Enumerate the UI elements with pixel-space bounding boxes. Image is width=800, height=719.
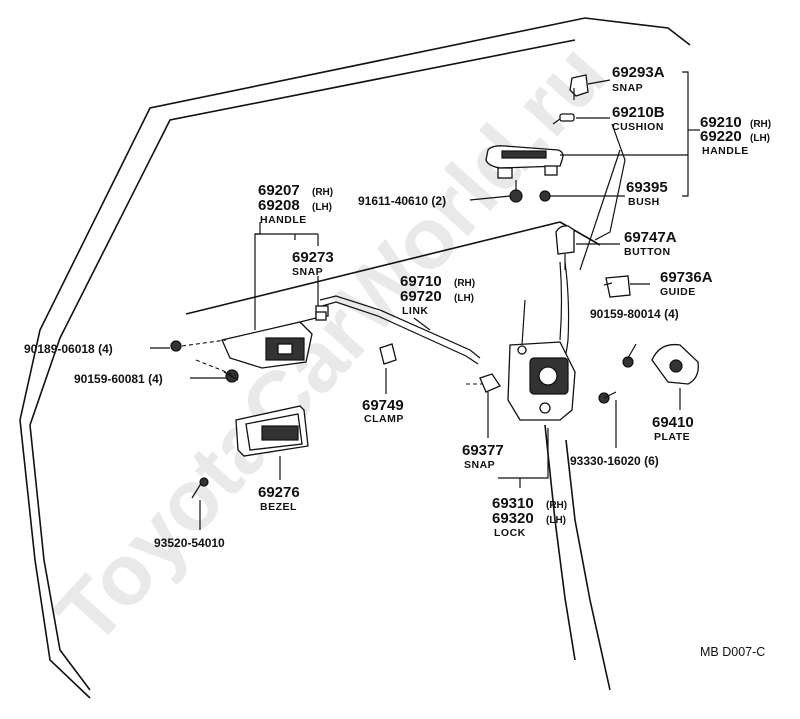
- label-69207-number: 69207: [258, 182, 300, 199]
- label-69276-name: BEZEL: [260, 501, 297, 513]
- label-69273-number: 69273: [292, 249, 334, 266]
- label-69208-name: HANDLE: [260, 214, 307, 226]
- label-69749-number: 69749: [362, 397, 404, 414]
- label-69747a-name: BUTTON: [624, 246, 671, 258]
- label-69320-number: 69320: [492, 510, 534, 527]
- label-69377-number: 69377: [462, 442, 504, 459]
- plate-69410: [651, 343, 699, 385]
- label-69273-name: SNAP: [292, 266, 323, 278]
- lock-assembly: [507, 341, 576, 421]
- label-69207-side: (RH): [312, 187, 333, 198]
- label-69710-side: (RH): [454, 278, 475, 289]
- label-69220-number: 69220: [700, 128, 742, 145]
- label-69293a-number: 69293A: [612, 64, 665, 81]
- label-69208-number: 69208: [258, 197, 300, 214]
- label-91611: 91611-40610 (2): [358, 194, 446, 208]
- label-69210-side: (RH): [750, 119, 771, 130]
- label-69395-number: 69395: [626, 179, 668, 196]
- label-69310-number: 69310: [492, 495, 534, 512]
- label-69720-name: LINK: [402, 305, 429, 317]
- label-69377-name: SNAP: [464, 459, 495, 471]
- label-69720-side: (LH): [454, 293, 474, 304]
- bush-69395: [539, 190, 551, 202]
- label-69220-side: (LH): [750, 133, 770, 144]
- label-69395-name: BUSH: [628, 196, 660, 208]
- cushion-69210b: [552, 113, 575, 125]
- label-90159-80014: 90159-80014 (4): [590, 307, 679, 321]
- label-69736a-name: GUIDE: [660, 286, 696, 298]
- door-outline: [19, 17, 691, 699]
- label-93520: 93520-54010: [154, 536, 225, 550]
- label-69320-name: LOCK: [494, 527, 526, 539]
- label-69220-name: HANDLE: [702, 145, 749, 157]
- leader-lines: [150, 71, 700, 530]
- label-69310-side: (RH): [546, 500, 567, 511]
- diagram-reference-code: MB D007-C: [700, 645, 765, 659]
- snap-69377: [466, 373, 501, 393]
- clamp-69749: [379, 343, 397, 365]
- label-69293a-name: SNAP: [612, 82, 643, 94]
- label-69210b-number: 69210B: [612, 104, 665, 121]
- screw-93330: [598, 391, 617, 404]
- snap-69273: [315, 311, 327, 321]
- label-69320-side: (LH): [546, 515, 566, 526]
- label-69410-number: 69410: [652, 414, 694, 431]
- label-69276-number: 69276: [258, 484, 300, 501]
- bolt-90189: [170, 340, 182, 352]
- label-69710-number: 69710: [400, 273, 442, 290]
- inside-handle: [221, 317, 317, 369]
- label-69410-name: PLATE: [654, 431, 690, 443]
- screw-93520: [191, 477, 209, 499]
- label-69736a-number: 69736A: [660, 269, 713, 286]
- label-90159-60081: 90159-60081 (4): [74, 372, 163, 386]
- label-93330: 93330-16020 (6): [570, 454, 659, 468]
- outside-handle: [485, 145, 564, 179]
- snap-69293a: [569, 74, 589, 100]
- label-69747a-number: 69747A: [624, 229, 677, 246]
- screw-90159-80014: [622, 343, 637, 368]
- label-90189: 90189-06018 (4): [24, 342, 113, 356]
- label-69210-number: 69210: [700, 114, 742, 131]
- label-69749-name: CLAMP: [364, 413, 404, 425]
- bezel-69276: [235, 405, 309, 457]
- label-69208-side: (LH): [312, 202, 332, 213]
- label-69210b-name: CUSHION: [612, 121, 664, 133]
- button-69747a: [555, 225, 575, 270]
- label-69720-number: 69720: [400, 288, 442, 305]
- guide-69736a: [603, 275, 631, 298]
